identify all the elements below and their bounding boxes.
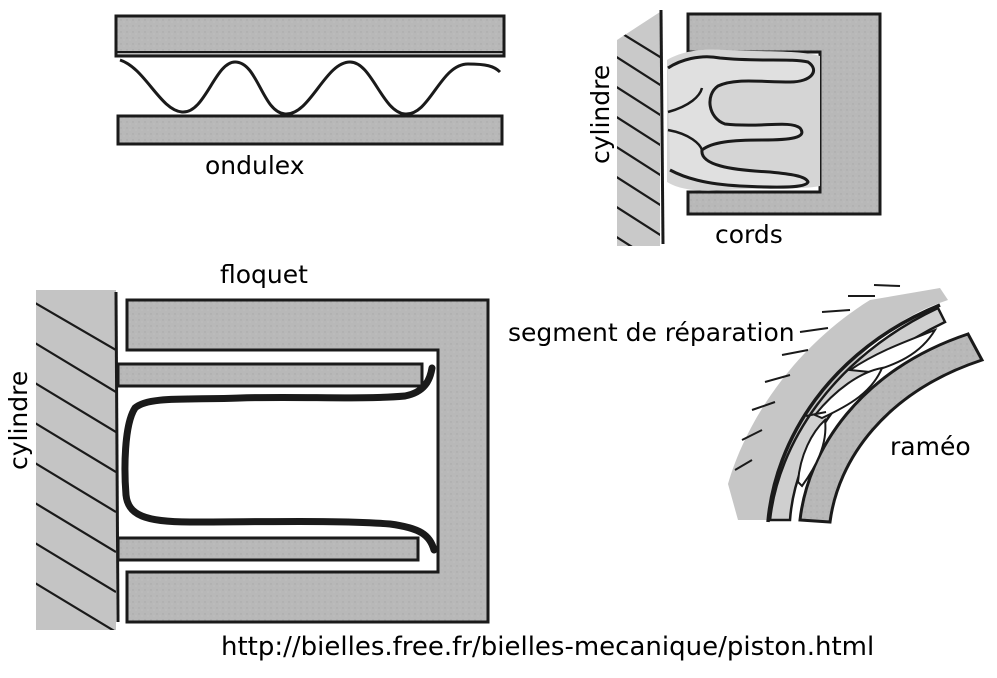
ondulex-lower-plate <box>116 114 504 146</box>
cords-fork-spring <box>667 55 815 189</box>
rameo-spring-upper <box>847 327 938 374</box>
floquet-diagram <box>36 290 490 630</box>
ondulex-diagram <box>114 14 506 146</box>
cords-fork-center <box>667 87 704 151</box>
rameo-spring-lower <box>796 417 827 488</box>
floquet-expander-spring <box>121 364 438 554</box>
floquet-upper-rail <box>116 362 424 388</box>
rameo-spring-middle <box>813 366 884 420</box>
cords-cylinder-line <box>659 9 665 245</box>
rameo-cylinder-hatch <box>734 284 901 471</box>
rameo-cylinder-line <box>766 303 941 523</box>
label-ondulex: ondulex <box>205 151 305 180</box>
label-cylindre-top: cylindre <box>586 64 615 164</box>
label-segment-de-reparation: segment de réparation <box>508 318 795 347</box>
label-floquet: floquet <box>220 260 308 289</box>
floquet-cylinder-wall <box>36 290 116 630</box>
rameo-diagram <box>728 284 985 524</box>
label-cylindre-left: cylindre <box>4 370 33 470</box>
cords-cylinder-wall <box>617 12 660 246</box>
floquet-cylinder-line <box>114 291 120 623</box>
cords-diagram <box>617 9 882 246</box>
ondulex-upper-plate <box>114 14 506 58</box>
source-url: http://bielles.free.fr/bielles-mecanique… <box>221 632 875 662</box>
rameo-ring-gap <box>805 411 827 417</box>
label-cords: cords <box>715 220 783 249</box>
ondulex-wave-spring <box>119 58 502 116</box>
label-rameo: raméo <box>890 432 971 461</box>
floquet-piston-groove <box>125 298 490 624</box>
floquet-lower-rail <box>116 536 420 562</box>
